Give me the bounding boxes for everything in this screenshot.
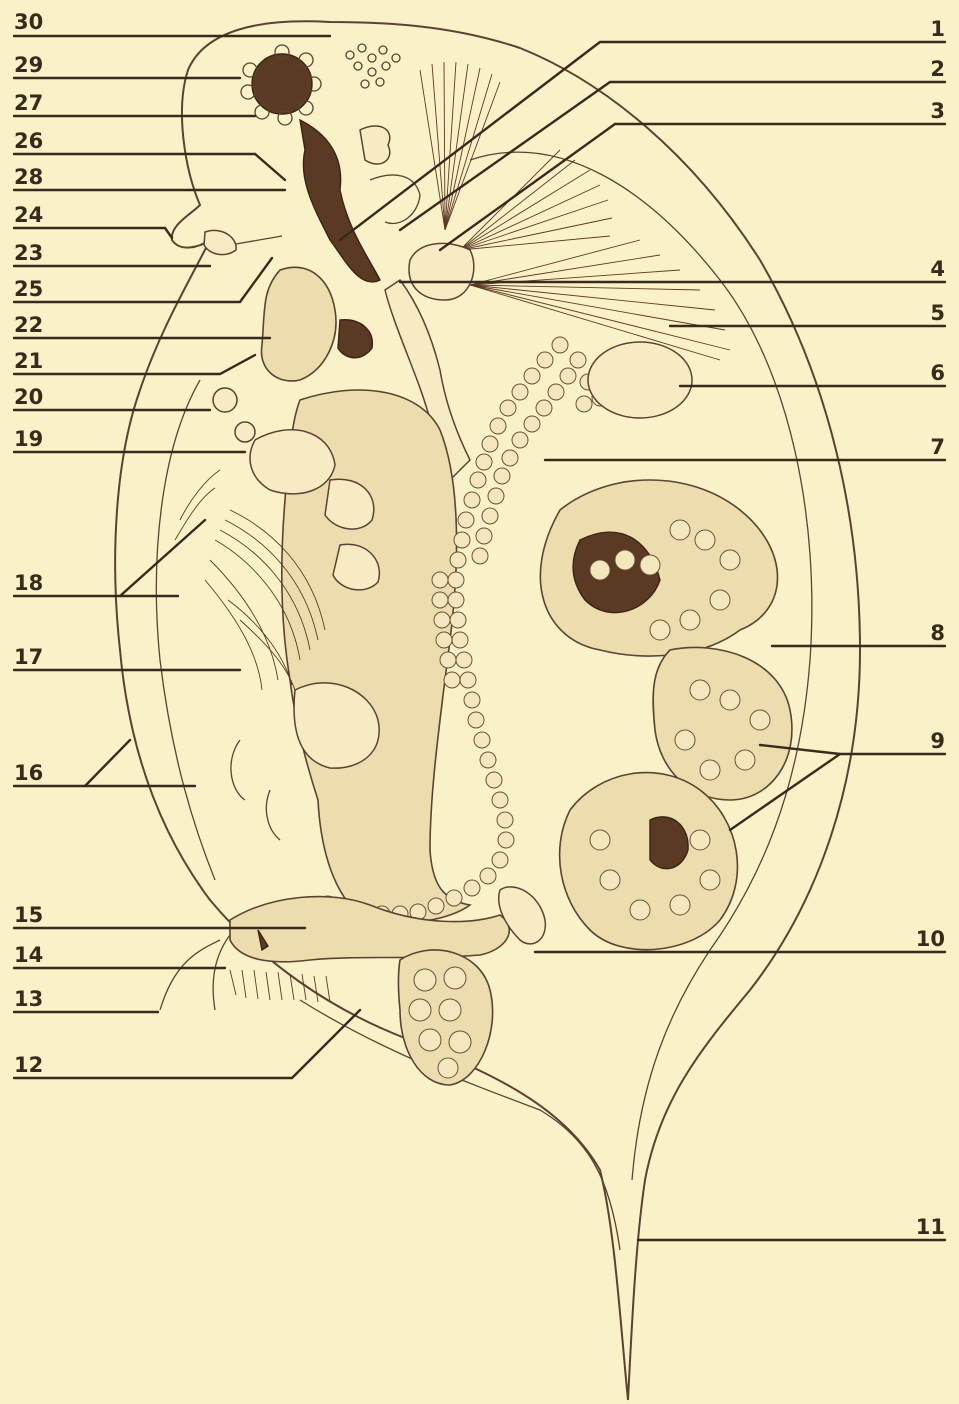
label-3: 3 bbox=[930, 99, 945, 123]
label-26: 26 bbox=[14, 129, 43, 153]
label-20: 20 bbox=[14, 385, 43, 409]
label-17: 17 bbox=[14, 645, 43, 669]
label-24: 24 bbox=[14, 203, 43, 227]
antennal-muscles bbox=[409, 62, 730, 360]
label-5: 5 bbox=[930, 301, 945, 325]
embryo-lower bbox=[560, 773, 738, 950]
abdominal-seta bbox=[160, 940, 220, 1010]
mandible-tooth bbox=[338, 320, 372, 358]
limb-seta bbox=[231, 740, 245, 800]
labrum-gland bbox=[213, 388, 237, 412]
label-14: 14 bbox=[14, 943, 43, 967]
leader-24 bbox=[14, 228, 172, 238]
label-11: 11 bbox=[916, 1215, 945, 1239]
antennal-muscle-base bbox=[409, 243, 474, 300]
label-21: 21 bbox=[14, 349, 43, 373]
label-6: 6 bbox=[930, 361, 945, 385]
valve-edge-line bbox=[156, 380, 215, 880]
label-25: 25 bbox=[14, 277, 43, 301]
label-7: 7 bbox=[930, 435, 945, 459]
labrum-gland bbox=[235, 422, 255, 442]
left-labels: 30 29 27 26 28 24 23 25 22 21 20 19 18 1… bbox=[14, 10, 43, 1077]
label-18: 18 bbox=[14, 571, 43, 595]
head-bulb bbox=[360, 126, 390, 164]
label-2: 2 bbox=[930, 57, 945, 81]
brood-eggs bbox=[540, 480, 792, 950]
leader-25 bbox=[14, 258, 272, 302]
right-labels: 1 2 3 4 5 6 7 8 9 10 11 bbox=[916, 17, 945, 1239]
label-13: 13 bbox=[14, 987, 43, 1011]
label-23: 23 bbox=[14, 241, 43, 265]
label-4: 4 bbox=[930, 257, 945, 281]
label-12: 12 bbox=[14, 1053, 43, 1077]
sensory-cluster bbox=[346, 44, 400, 88]
brood-pouch-opening bbox=[588, 342, 692, 418]
leader-12 bbox=[14, 1010, 360, 1078]
leader-21 bbox=[14, 355, 255, 374]
antennule-nerve bbox=[236, 236, 282, 244]
label-9: 9 bbox=[930, 729, 945, 753]
lower-egg-sac bbox=[399, 950, 493, 1085]
label-27: 27 bbox=[14, 91, 43, 115]
label-22: 22 bbox=[14, 313, 43, 337]
label-1: 1 bbox=[930, 17, 945, 41]
label-15: 15 bbox=[14, 903, 43, 927]
label-16: 16 bbox=[14, 761, 43, 785]
antennule bbox=[204, 230, 236, 254]
abdominal-seta bbox=[213, 935, 230, 1010]
head-structures bbox=[204, 44, 400, 282]
limb-seta bbox=[266, 790, 280, 840]
label-10: 10 bbox=[916, 927, 945, 951]
label-8: 8 bbox=[930, 621, 945, 645]
label-19: 19 bbox=[14, 427, 43, 451]
leader-26 bbox=[14, 154, 285, 180]
mandible bbox=[261, 267, 335, 381]
label-30: 30 bbox=[14, 10, 43, 34]
label-28: 28 bbox=[14, 165, 43, 189]
label-29: 29 bbox=[14, 53, 43, 77]
